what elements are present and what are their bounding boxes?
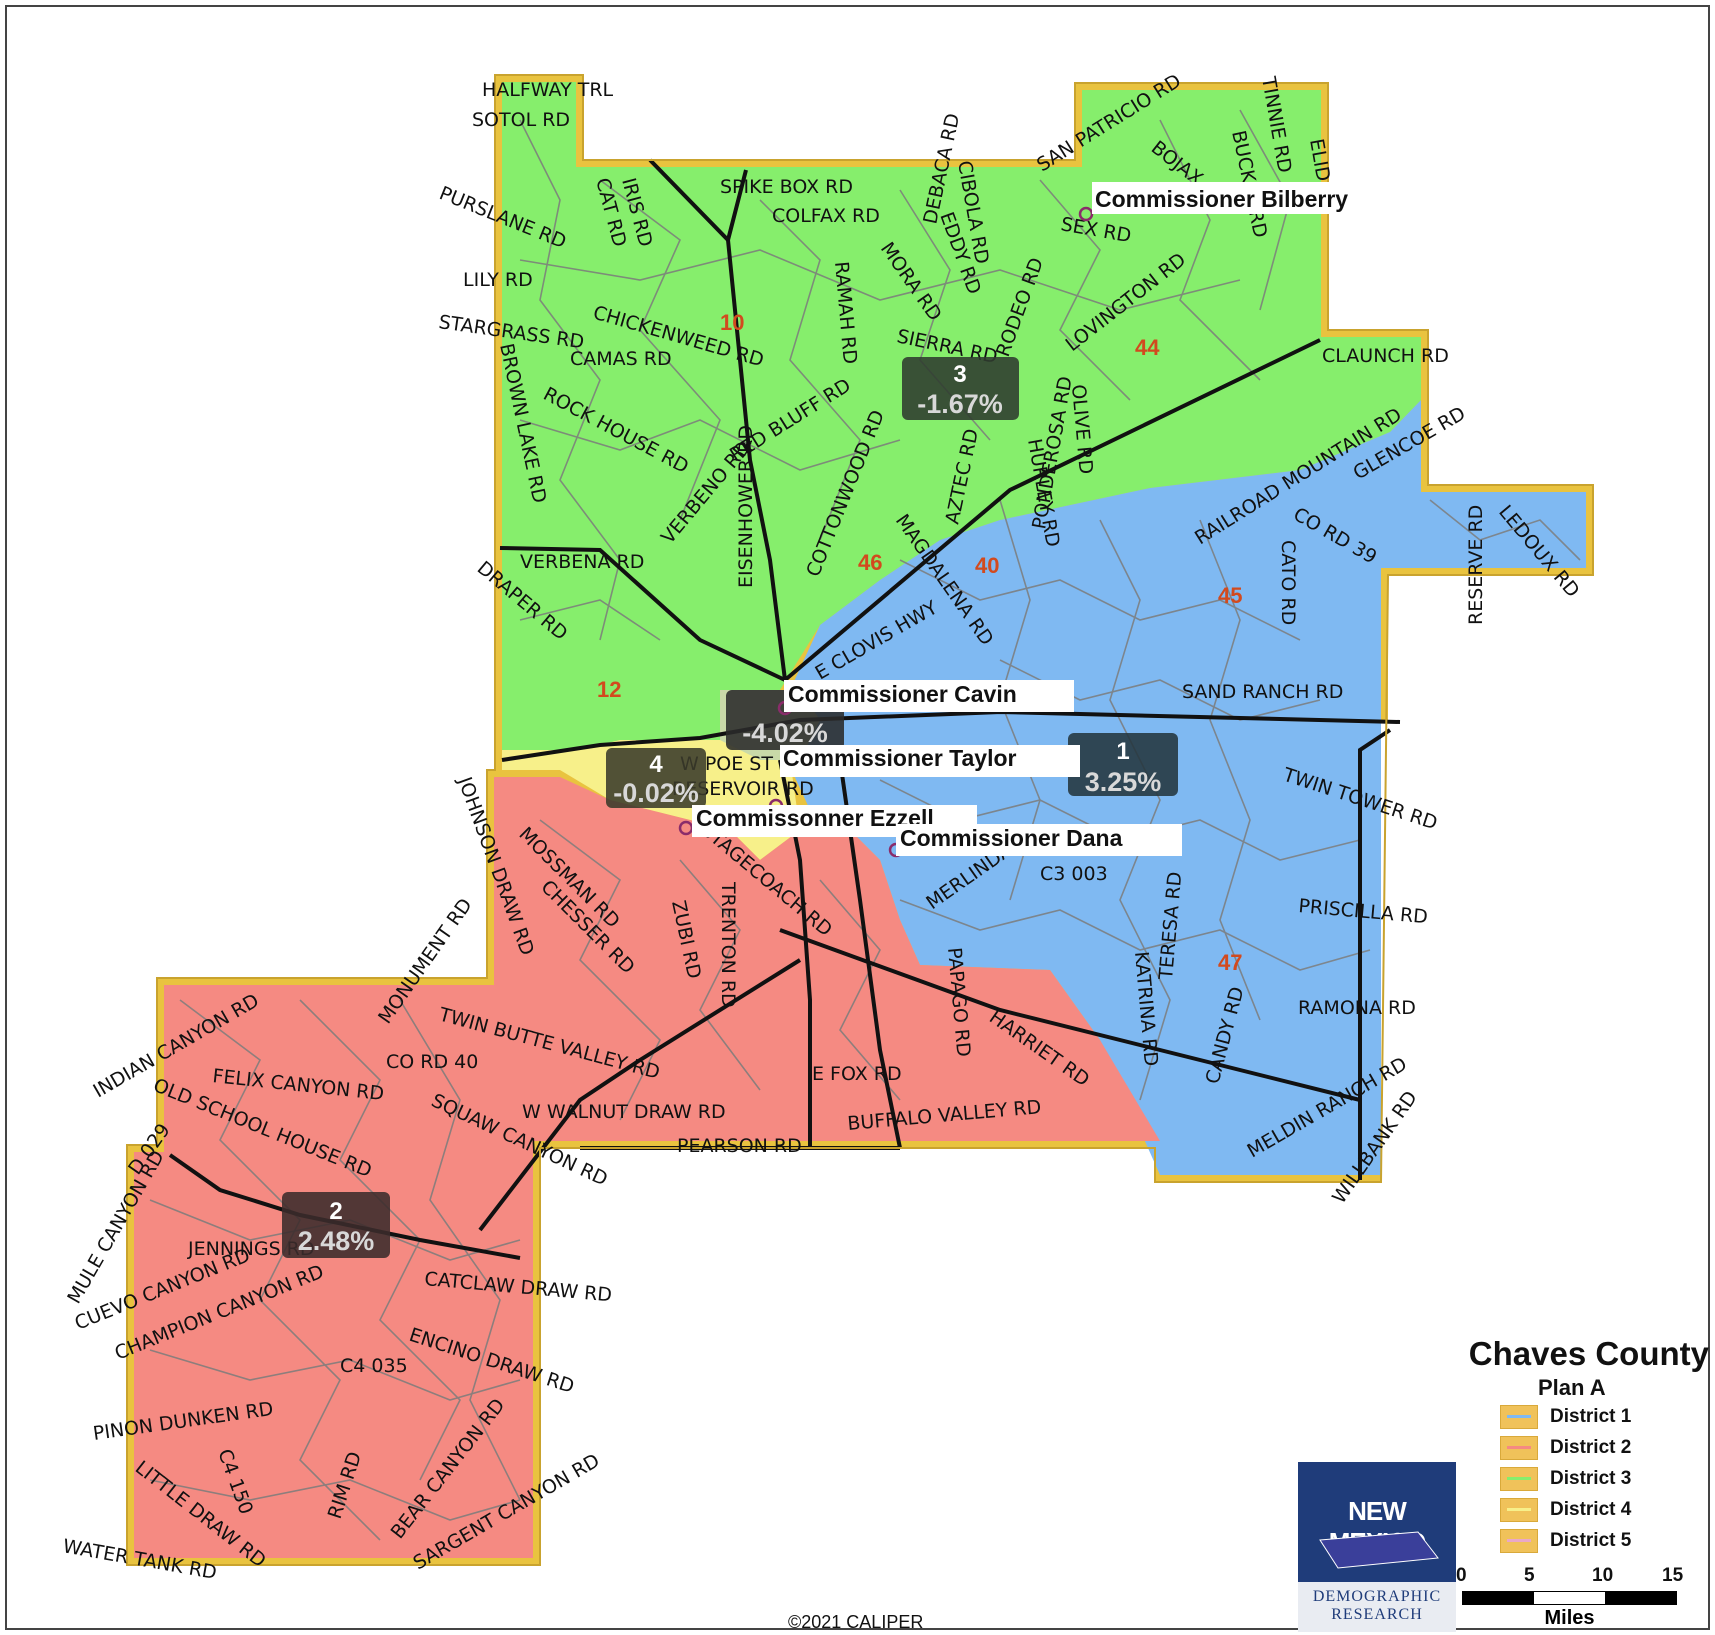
road-label: CO RD 40	[386, 1051, 478, 1073]
map-frame	[5, 5, 1710, 1630]
district-number: 2	[329, 1198, 342, 1225]
svg-text:Commissioner Cavin: Commissioner Cavin	[788, 681, 1017, 707]
district-number: 1	[1116, 738, 1129, 765]
road-label: SOTOL RD	[472, 109, 570, 131]
road-label: LILY RD	[463, 269, 533, 291]
legend-label: District 4	[1550, 1498, 1632, 1520]
road-label: SPIKE BOX RD	[720, 176, 853, 198]
road-label: CATO RD	[1277, 540, 1299, 625]
road-label: EISENHOWER RD	[735, 425, 757, 588]
precinct-label: 12	[597, 677, 621, 702]
road-label: E FOX RD	[812, 1063, 902, 1085]
legend-item-district-1: District 1	[1500, 1401, 1715, 1432]
district-number: 3	[953, 361, 966, 388]
legend-label: District 3	[1550, 1467, 1632, 1489]
road-label: COLFAX RD	[772, 205, 880, 227]
legend-item-district-5: District 5	[1500, 1525, 1715, 1556]
road-label: CLAUNCH RD	[1322, 345, 1449, 367]
scale-tick: 10	[1592, 1565, 1614, 1586]
scale-bar: 0 5 10 15 Miles	[1456, 1565, 1683, 1630]
svg-text:Commissonner Ezzell: Commissonner Ezzell	[696, 805, 934, 831]
precinct-label: 44	[1135, 335, 1160, 360]
road-label: PEARSON RD	[677, 1135, 802, 1157]
local-roads	[149, 109, 1581, 1541]
state-shape-icon	[1319, 1531, 1439, 1569]
commissioner-label-taylor: Commissioner Taylor	[780, 745, 1080, 777]
district-2-area	[134, 777, 1160, 1558]
commissioner-label-cavin: Commissioner Cavin	[784, 680, 1074, 712]
legend-label: District 2	[1550, 1436, 1632, 1458]
precinct-label: 40	[975, 553, 999, 578]
district-badge-1: 1 3.25%	[1068, 733, 1178, 797]
logo-line-2: DEMOGRAPHIC	[1312, 1588, 1442, 1605]
svg-text:Commissioner Bilberry: Commissioner Bilberry	[1095, 186, 1348, 212]
district-badge-2: 2 2.48%	[282, 1192, 390, 1258]
logo-line-3: RESEARCH	[1331, 1606, 1423, 1623]
road-label: HALFWAY TRL	[482, 79, 614, 101]
legend-swatch	[1500, 1435, 1538, 1460]
district-1-area	[780, 400, 1586, 1175]
scale-tick: 0	[1456, 1565, 1467, 1586]
svg-text:Commissioner Dana: Commissioner Dana	[900, 825, 1123, 851]
commissioner-label-bilberry: Commissioner Bilberry	[1092, 182, 1414, 214]
legend-item-district-2: District 2	[1500, 1432, 1715, 1463]
precinct-label: 10	[720, 310, 744, 335]
road-label: CAMAS RD	[570, 348, 672, 370]
map-title: Chaves County	[1468, 1335, 1709, 1372]
legend-label: District 1	[1550, 1405, 1632, 1427]
precinct-labels: 10 44 46 40 45 12 47	[597, 310, 1242, 975]
map-legend: Chaves County Plan A District 1 District…	[1400, 1335, 1715, 1556]
legend-swatch	[1500, 1528, 1538, 1553]
district-badge-4: 4 -0.02%	[606, 748, 706, 808]
logo-footer: DEMOGRAPHIC RESEARCH	[1298, 1582, 1456, 1632]
precinct-label: 46	[858, 550, 882, 575]
road-label: TRENTON RD	[717, 881, 739, 1008]
precinct-label: 45	[1218, 583, 1242, 608]
legend-item-district-3: District 3	[1500, 1463, 1715, 1494]
scale-unit: Miles	[1544, 1607, 1595, 1629]
scale-tick: 15	[1662, 1565, 1684, 1586]
road-label: W WALNUT DRAW RD	[522, 1101, 726, 1123]
nm-demographic-research-logo: NEW MEXICO DEMOGRAPHIC RESEARCH	[1298, 1462, 1456, 1632]
legend-swatch	[1500, 1466, 1538, 1491]
map-subtitle: Plan A	[1538, 1375, 1606, 1400]
district-deviation: 2.48%	[298, 1226, 375, 1256]
legend-label: District 5	[1550, 1529, 1632, 1551]
district-deviation: -4.02%	[742, 718, 828, 748]
scale-bar-graphic	[1462, 1591, 1677, 1605]
legend-item-district-4: District 4	[1500, 1494, 1715, 1525]
scale-tick: 5	[1524, 1565, 1535, 1586]
district-deviation: -1.67%	[917, 389, 1003, 419]
road-label: SAND RANCH RD	[1182, 681, 1343, 703]
legend-swatch	[1500, 1404, 1538, 1429]
district-number: 4	[649, 751, 663, 778]
road-label: RESERVOIR RD	[672, 778, 814, 800]
road-label: RAMONA RD	[1298, 997, 1416, 1019]
legend-swatch	[1500, 1497, 1538, 1522]
district-deviation: 3.25%	[1085, 767, 1162, 797]
district-badge-3: 3 -1.67%	[902, 357, 1019, 420]
road-label: C4 035	[340, 1355, 408, 1377]
road-label: RESERVE RD	[1465, 505, 1487, 625]
road-label: VERBENA RD	[520, 551, 644, 573]
commissioner-label-dana: Commissioner Dana	[896, 824, 1182, 856]
district-deviation: -0.02%	[613, 778, 699, 808]
county-outline	[126, 74, 1594, 1566]
svg-text:Commissioner Taylor: Commissioner Taylor	[783, 745, 1017, 771]
copyright: ©2021 CALIPER	[788, 1612, 924, 1632]
road-label: C3 003	[1040, 863, 1108, 885]
precinct-label: 47	[1218, 950, 1242, 975]
